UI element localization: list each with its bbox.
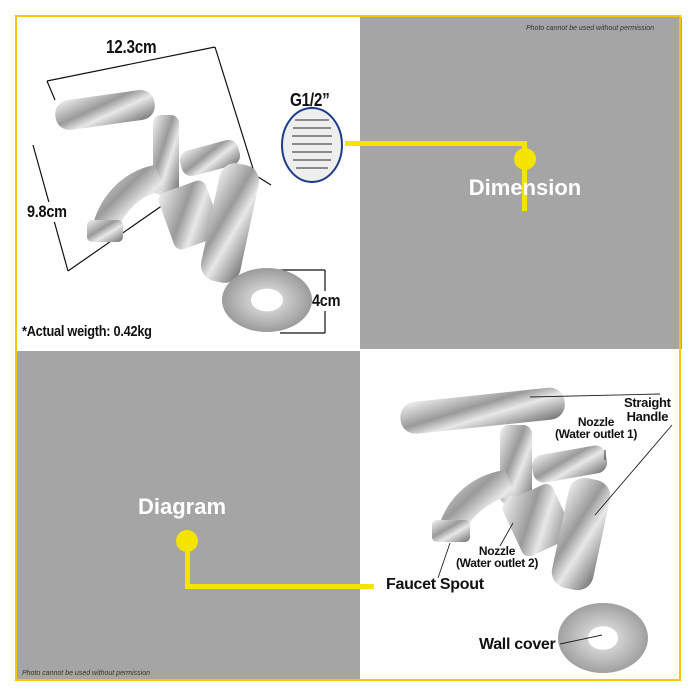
faucet-spout-label: Faucet Spout: [386, 576, 484, 593]
nozzle-outlet1-label-line1: Nozzle: [577, 415, 615, 429]
thread-size-label: G1/2”: [290, 90, 330, 110]
yellow-frame: [15, 15, 681, 681]
dimension-connector-dot: [514, 148, 536, 170]
nozzle-outlet1-label: Nozzle (Water outlet 1): [546, 416, 646, 440]
straight-handle-label: Straight Handle: [624, 396, 671, 424]
wall-cover-height-label: 4cm: [312, 291, 341, 311]
diagram-title-panel: [17, 351, 360, 681]
nozzle-outlet2-label: Nozzle (Water outlet 2): [447, 545, 547, 569]
nozzle-outlet2-label-line2: (Water outlet 2): [455, 556, 539, 570]
dimension-title: Dimension: [468, 175, 582, 200]
weight-note: *Actual weigth: 0.42kg: [22, 323, 152, 340]
straight-handle-label-line2: Handle: [626, 409, 669, 424]
permission-notice-top: Photo cannot be used without permission: [526, 25, 655, 32]
width-dimension-label: 12.3cm: [106, 37, 157, 58]
dimension-connector-line: [345, 141, 527, 146]
dimension-connector-line-vertical: [522, 141, 527, 211]
nozzle-outlet2-label-line1: Nozzle: [478, 544, 516, 558]
straight-handle-label-line1: Straight: [624, 395, 671, 410]
diagram-connector-line-vertical: [185, 540, 190, 588]
wall-cover-label: Wall cover: [479, 636, 556, 653]
height-dimension-label: 9.8cm: [27, 202, 67, 222]
permission-notice-bottom: Photo cannot be used without permission: [22, 670, 151, 677]
diagram-title: Diagram: [138, 494, 227, 519]
nozzle-outlet1-label-line2: (Water outlet 1): [554, 427, 638, 441]
faucet-dimension-illustration: [32, 46, 343, 334]
dimension-title-panel: [360, 17, 682, 349]
diagram-connector-line: [185, 584, 374, 589]
faucet-diagram-illustration: [400, 387, 673, 673]
